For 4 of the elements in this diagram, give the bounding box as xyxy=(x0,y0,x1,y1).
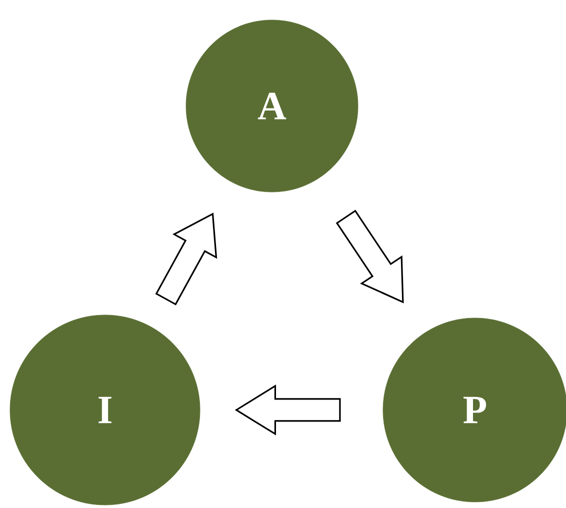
circle-node: A xyxy=(186,20,358,192)
circle-node: P xyxy=(382,318,566,502)
block-arrow xyxy=(234,384,341,436)
circle-node: I xyxy=(10,314,200,506)
